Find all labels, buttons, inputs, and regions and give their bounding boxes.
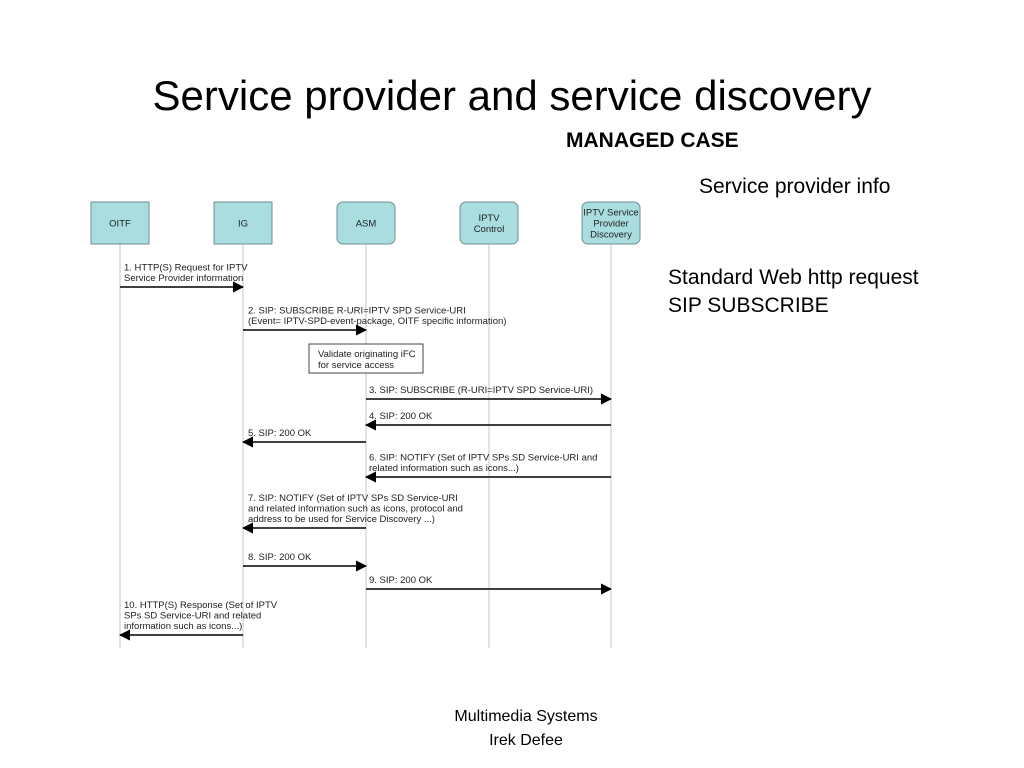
web-request-note: Standard Web http request SIP SUBSCRIBE bbox=[668, 264, 919, 320]
participant-label-iptv_spd: Discovery bbox=[590, 230, 632, 241]
participant-label-ig: IG bbox=[238, 219, 248, 230]
participant-box-iptv_control bbox=[459, 201, 519, 245]
message-label-6: 6. SIP: NOTIFY (Set of IPTV SPs SD Servi… bbox=[369, 453, 597, 464]
message-label-3: 3. SIP: SUBSCRIBE (R-URI=IPTV SPD Servic… bbox=[369, 385, 593, 396]
message-label-2: (Event= IPTV-SPD-event-package, OITF spe… bbox=[248, 316, 506, 327]
slide-subtitle: MANAGED CASE bbox=[566, 129, 739, 152]
participant-label-asm: ASM bbox=[356, 219, 377, 230]
message-label-5: 5. SIP: 200 OK bbox=[248, 428, 312, 439]
footer-course: Multimedia Systems bbox=[454, 708, 598, 725]
validate-ifc-note-text: for service access bbox=[318, 360, 394, 371]
message-label-4: 4. SIP: 200 OK bbox=[369, 411, 433, 422]
footer: Multimedia Systems Irek Defee bbox=[390, 705, 662, 753]
message-label-10: 10. HTTP(S) Response (Set of IPTV bbox=[124, 600, 278, 611]
participant-box-asm bbox=[336, 201, 396, 245]
message-label-7: and related information such as icons, p… bbox=[248, 504, 463, 515]
participant-label-iptv_spd: IPTV Service bbox=[583, 208, 638, 219]
validate-ifc-note-box bbox=[308, 343, 424, 374]
message-label-10: information such as icons...) bbox=[124, 621, 242, 632]
participant-label-iptv_control: IPTV bbox=[478, 213, 500, 224]
participant-box-oitf bbox=[90, 201, 150, 245]
message-label-7: 7. SIP: NOTIFY (Set of IPTV SPs SD Servi… bbox=[248, 493, 458, 504]
message-label-7: address to be used for Service Discovery… bbox=[248, 514, 435, 525]
message-label-1: Service Provider information bbox=[124, 273, 243, 284]
message-label-10: SPs SD Service-URI and related bbox=[124, 611, 261, 622]
web-request-note-line: Standard Web http request bbox=[668, 266, 919, 289]
slide-title: Service provider and service discovery bbox=[152, 72, 872, 119]
validate-ifc-note-text: Validate originating iFC bbox=[318, 349, 416, 360]
footer-author: Irek Defee bbox=[489, 732, 563, 749]
message-label-6: related information such as icons...) bbox=[369, 463, 519, 474]
participant-label-iptv_control: Control bbox=[474, 224, 505, 235]
message-label-1: 1. HTTP(S) Request for IPTV bbox=[124, 263, 248, 274]
participant-label-iptv_spd: Provider bbox=[593, 219, 628, 230]
sip-subscribe-note-line: SIP SUBSCRIBE bbox=[668, 294, 829, 317]
message-label-2: 2. SIP: SUBSCRIBE R-URI=IPTV SPD Service… bbox=[248, 306, 466, 317]
service-provider-info-note: Service provider info bbox=[699, 175, 891, 198]
participant-label-oitf: OITF bbox=[109, 219, 131, 230]
message-label-8: 8. SIP: 200 OK bbox=[248, 552, 312, 563]
message-label-9: 9. SIP: 200 OK bbox=[369, 575, 433, 586]
participant-box-ig bbox=[213, 201, 273, 245]
participant-box-iptv_spd bbox=[581, 201, 641, 245]
